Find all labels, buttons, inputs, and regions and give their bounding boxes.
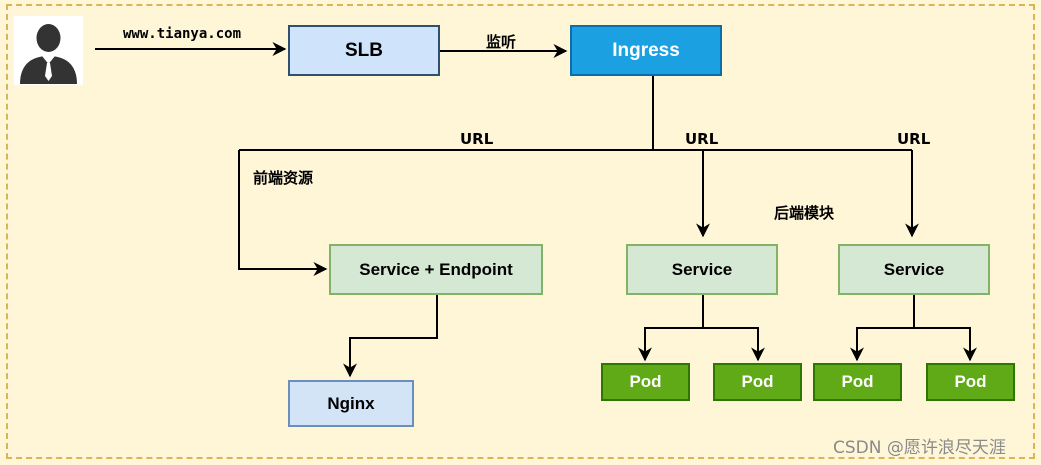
url-label-mid: URL [685,130,719,148]
listen-label: 监听 [486,33,517,51]
pod-node-2: Pod [713,363,802,401]
domain-label: www.tianya.com [123,26,242,42]
service-node-1: Service [626,244,778,295]
edge-service-2-pods [850,327,977,362]
watermark: CSDN @愿许浪尽天涯 [833,438,1006,458]
slb-node: SLB [288,25,440,76]
service-endpoint-node: Service + Endpoint [329,244,543,295]
url-label-left: URL [460,130,494,148]
ingress-node: Ingress [570,25,722,76]
edge-service-1-pods [638,327,765,362]
pod-node-3: Pod [813,363,902,401]
nginx-node: Nginx [288,380,414,427]
pod-node-1: Pod [601,363,690,401]
url-label-right: URL [897,130,931,148]
diagram-frame [6,4,1035,459]
user-avatar-icon [14,16,83,85]
backend-label: 后端模块 [774,204,835,222]
edge-to-service-endpoint [238,150,328,276]
service-node-2: Service [838,244,990,295]
edge-to-nginx [343,295,438,378]
pod-node-4: Pod [926,363,1015,401]
frontend-label: 前端资源 [253,169,314,187]
